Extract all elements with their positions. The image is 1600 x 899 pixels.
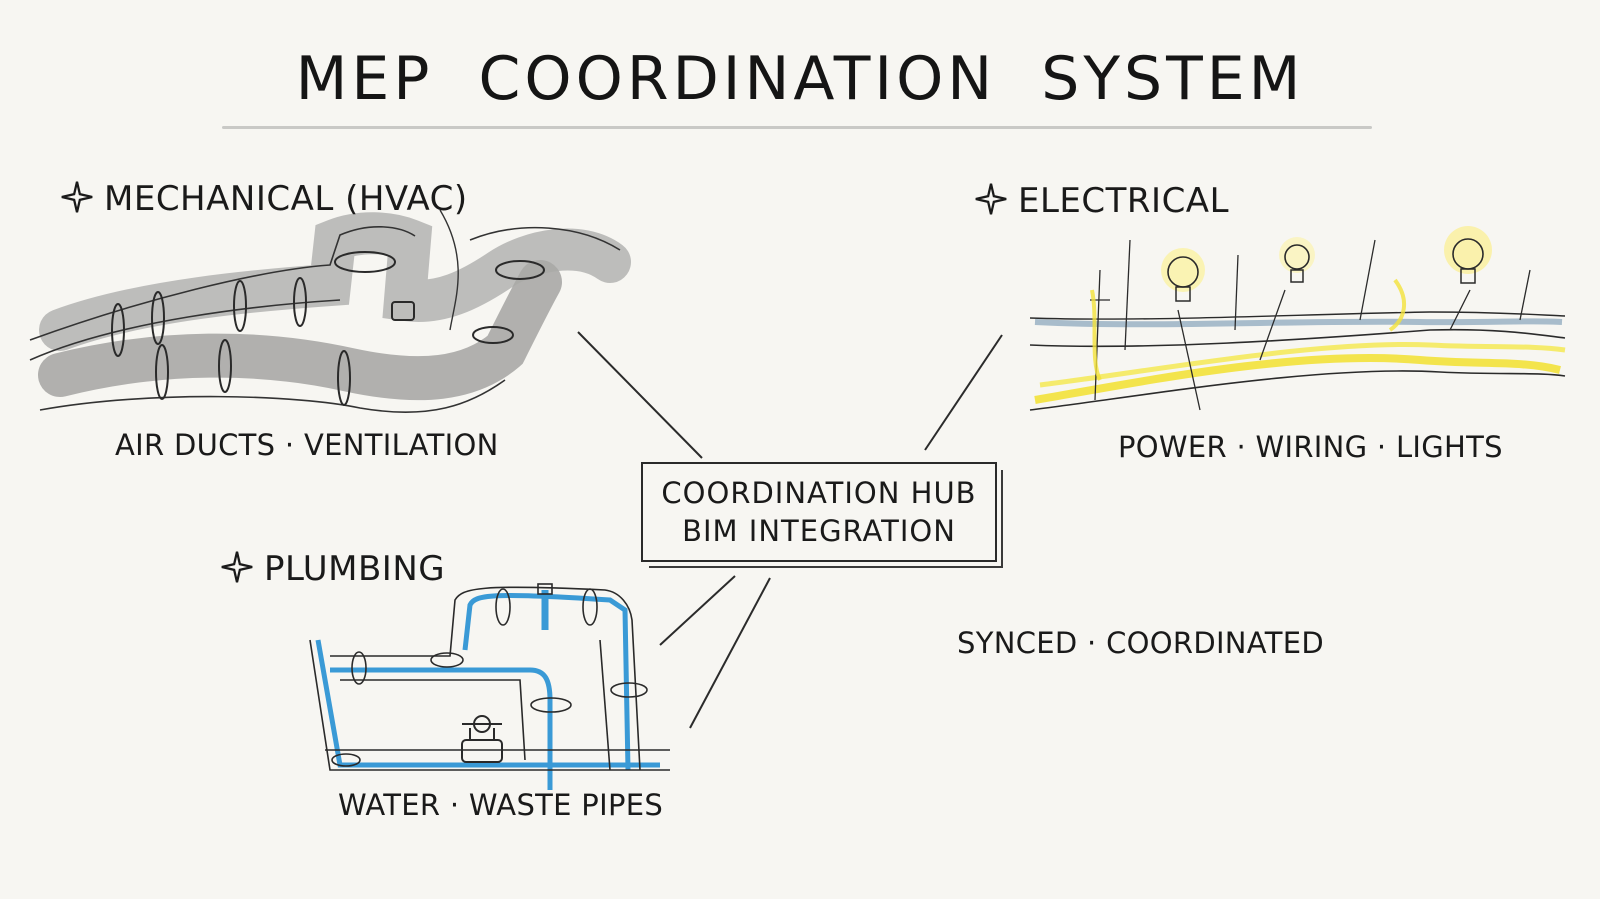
heading-plumbing: PLUMBING — [218, 548, 445, 589]
valve-icon — [461, 715, 503, 763]
light-bulb-icon — [1444, 226, 1492, 284]
heading-plumbing-label: PLUMBING — [264, 549, 446, 589]
connector-plumbing-1 — [659, 575, 736, 646]
heading-mechanical-label: MECHANICAL (HVAC) — [104, 179, 468, 219]
heading-electrical-label: ELECTRICAL — [1018, 181, 1230, 221]
status-text: SYNCED · COORDINATED — [957, 626, 1324, 660]
page-title: MEP COORDINATION SYSTEM — [295, 44, 1305, 114]
heading-electrical: ELECTRICAL — [972, 180, 1229, 221]
hub-line-1: COORDINATION HUB — [661, 476, 977, 510]
star-bullet-icon — [61, 181, 93, 213]
heading-mechanical: MECHANICAL (HVAC) — [58, 178, 468, 219]
caption-plumbing: WATER · WASTE PIPES — [338, 788, 664, 822]
caption-electrical: POWER · WIRING · LIGHTS — [1118, 430, 1503, 464]
pipe-sketch — [309, 583, 670, 790]
wire-sketch — [1029, 239, 1566, 411]
title-underline — [222, 126, 1372, 129]
star-bullet-icon — [975, 183, 1007, 215]
connector-plumbing-2 — [689, 577, 771, 729]
light-bulb-icon — [1279, 237, 1315, 283]
coordination-hub-box: COORDINATION HUB BIM INTEGRATION — [641, 462, 1003, 568]
duct-sketch — [29, 209, 631, 414]
star-bullet-icon — [221, 551, 253, 583]
light-bulb-icon — [1161, 248, 1205, 302]
connector-mechanical — [577, 331, 703, 459]
hub-line-2: BIM INTEGRATION — [682, 514, 956, 548]
caption-mechanical: AIR DUCTS · VENTILATION — [115, 428, 499, 462]
connector-electrical — [924, 334, 1003, 451]
